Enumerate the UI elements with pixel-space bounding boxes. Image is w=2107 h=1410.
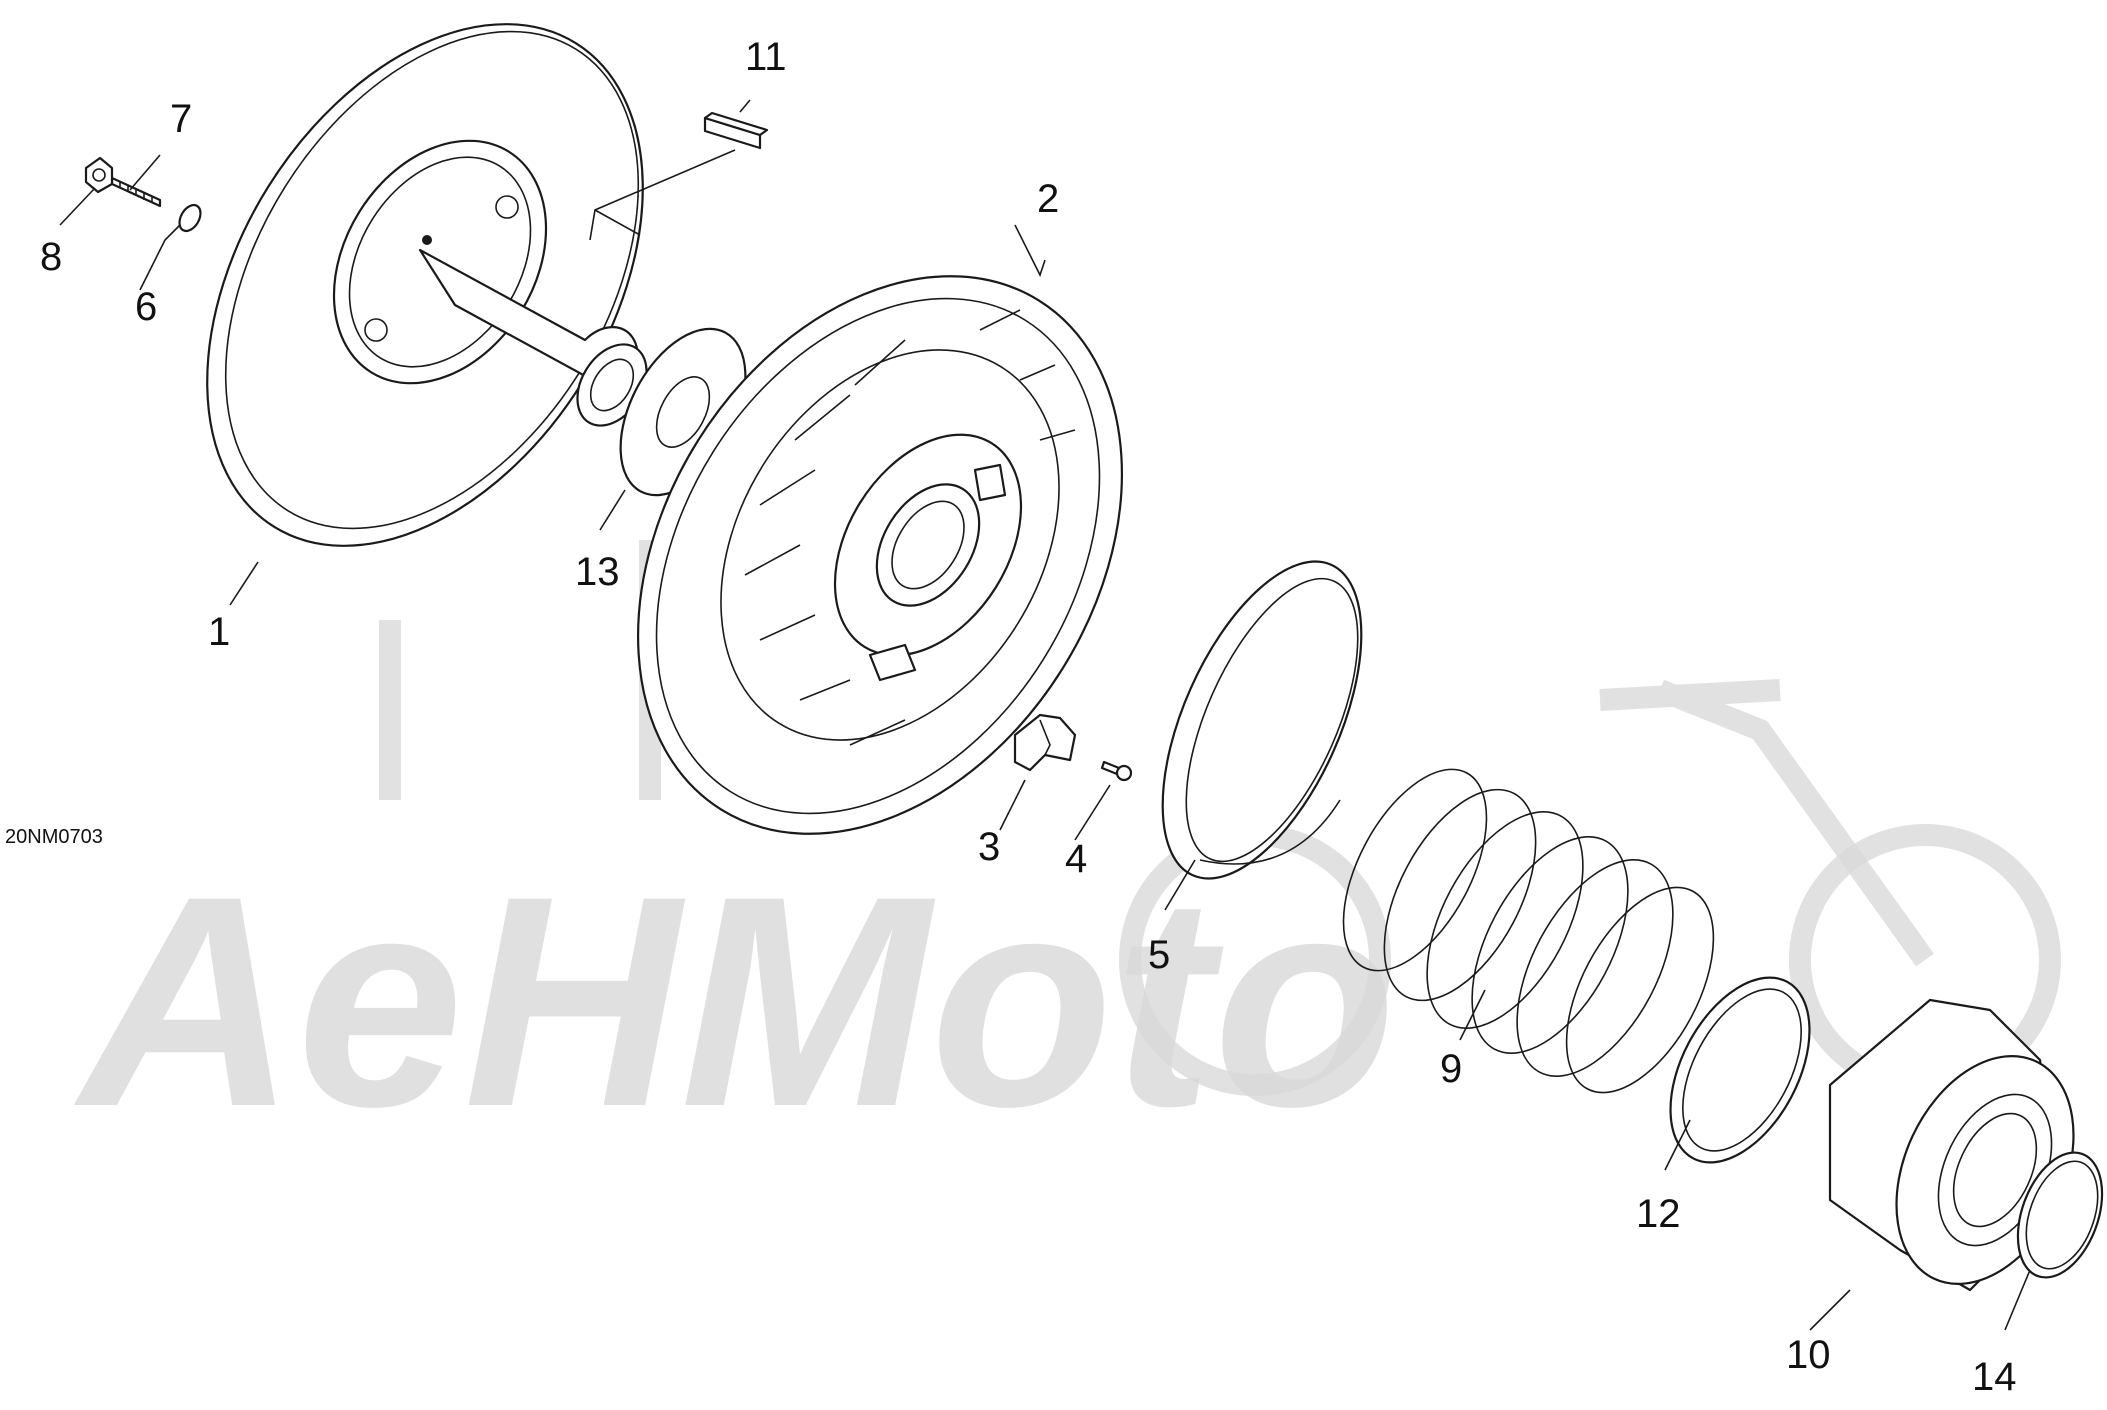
callout-2: 2 xyxy=(1037,177,1059,221)
part-12-ring xyxy=(1669,976,1811,1164)
part-11-key xyxy=(703,111,769,150)
part-9-spring xyxy=(1342,768,1715,1094)
callout-8: 8 xyxy=(40,235,62,279)
callouts: 1 2 3 4 5 6 7 8 9 10 11 12 13 14 xyxy=(40,35,2017,1399)
callout-10: 10 xyxy=(1786,1333,1831,1377)
part-3-slider-shoe xyxy=(1013,713,1077,772)
part-8-nut xyxy=(84,156,114,194)
diagram-code: 20NM0703 xyxy=(5,826,103,848)
part-4-screw xyxy=(1100,760,1133,782)
part-2-movable-sheave xyxy=(636,275,1124,835)
part-5-band xyxy=(1161,560,1363,880)
watermark-text: AeHMoto xyxy=(71,833,1397,1169)
callout-3: 3 xyxy=(978,825,1000,869)
callout-12: 12 xyxy=(1636,1192,1681,1236)
callout-6: 6 xyxy=(135,285,157,329)
callout-9: 9 xyxy=(1440,1047,1462,1091)
callout-5: 5 xyxy=(1148,933,1170,977)
part-6-washer xyxy=(178,203,202,233)
part-1-fixed-sheave xyxy=(206,23,648,547)
callout-13: 13 xyxy=(575,550,620,594)
callout-11: 11 xyxy=(745,35,787,79)
callout-14: 14 xyxy=(1972,1355,2017,1399)
part-14-circlip xyxy=(2016,1151,2104,1279)
callout-4: 4 xyxy=(1065,837,1087,881)
callout-1: 1 xyxy=(208,610,230,654)
leader-lines xyxy=(59,99,2031,1331)
callout-7: 7 xyxy=(170,97,192,141)
watermark: AeHMoto xyxy=(71,540,2061,1169)
